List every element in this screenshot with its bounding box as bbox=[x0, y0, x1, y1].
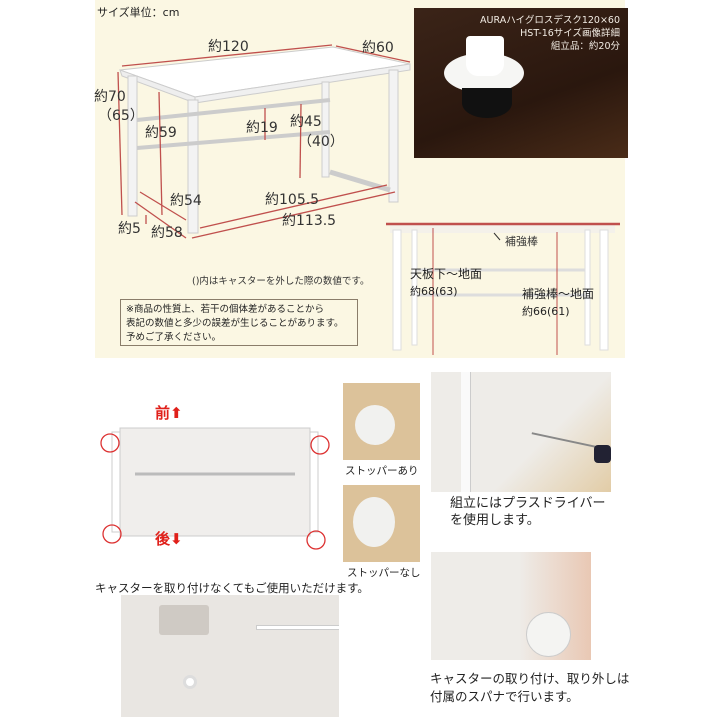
photo-caption-1: AURAハイグロスデスク120×60 bbox=[480, 15, 620, 26]
dim-brace-to-floor-no-caster: （40） bbox=[298, 134, 344, 150]
brace-to-floor-value: 約66(61) bbox=[522, 305, 570, 318]
leg-cap-icon bbox=[159, 605, 209, 635]
back-label: 後⬇ bbox=[155, 528, 183, 549]
dim-depth: 約60 bbox=[362, 40, 394, 56]
leg-frame bbox=[461, 372, 471, 492]
screwdriver-caption-line: 組立にはプラスドライバー bbox=[450, 496, 606, 511]
dim-inner-width: 約105.5 bbox=[265, 192, 320, 208]
caster-icon bbox=[355, 405, 395, 445]
dim-brace-height: 約19 bbox=[246, 120, 278, 136]
screwdriver-photo bbox=[431, 372, 611, 492]
dim-caster: 約5 bbox=[118, 221, 141, 237]
dim-outer-depth: 約58 bbox=[151, 225, 183, 241]
spanner-caption-line: キャスターの取り付け、取り外しは bbox=[430, 671, 630, 686]
no-caster-photo bbox=[121, 595, 339, 717]
cup-base-icon bbox=[462, 88, 512, 118]
spanner-caption: キャスターの取り付け、取り外しは 付属のスパナで行います。 bbox=[430, 670, 629, 706]
back-text: 後 bbox=[155, 530, 171, 548]
dim-height: 約70 bbox=[94, 89, 126, 105]
caster-no-stopper-photo bbox=[343, 485, 420, 562]
arrow-down-icon: ⬇ bbox=[170, 530, 183, 548]
caster-icon bbox=[353, 497, 395, 547]
disclaimer-box: ※商品の性質上、若干の個体差があることから 表記の数値と多少の誤差が生じることが… bbox=[120, 299, 358, 346]
dim-leg-height: 約59 bbox=[145, 125, 177, 141]
cup-icon bbox=[466, 36, 504, 76]
arrow-up-icon: ⬆ bbox=[170, 404, 183, 422]
dim-outer-width: 約113.5 bbox=[282, 213, 337, 229]
caster-icon bbox=[526, 612, 571, 657]
spanner-caption-line: 付属のスパナで行います。 bbox=[430, 689, 579, 704]
dim-inner-depth: 約54 bbox=[170, 193, 202, 209]
top-to-floor-value: 約68(63) bbox=[410, 285, 458, 298]
caster-stopper-photo bbox=[343, 383, 420, 460]
screwdriver-caption: 組立にはプラスドライバー を使用します。 bbox=[450, 495, 605, 529]
disclaimer-line: 予めご了承ください。 bbox=[126, 332, 222, 343]
top-to-floor-label: 天板下～地面 bbox=[410, 267, 483, 281]
brace-label: 補強棒 bbox=[505, 235, 538, 248]
brace-to-floor-label: 補強棒～地面 bbox=[522, 287, 595, 301]
photo-caption-3: 組立品：約20分 bbox=[550, 41, 620, 52]
size-unit-label: サイズ単位：cm bbox=[97, 6, 180, 19]
caster-note: ()内はキャスターを外した際の数値です。 bbox=[192, 276, 370, 287]
spanner-photo bbox=[431, 552, 591, 660]
stopper-no-label: ストッパーなし bbox=[347, 567, 421, 579]
screwdriver-caption-line: を使用します。 bbox=[450, 513, 540, 528]
without-caster-note: キャスターを取り付けなくてもご使用いただけます。 bbox=[95, 581, 369, 595]
desk-icon bbox=[256, 625, 339, 630]
disclaimer-line: 表記の数値と多少の誤差が生じることがあります。 bbox=[126, 318, 344, 329]
product-photo: AURAハイグロスデスク120×60 HST-16サイズ画像詳細 組立品：約20… bbox=[414, 8, 628, 158]
front-label: 前⬆ bbox=[155, 402, 183, 423]
stopper-yes-label: ストッパーあり bbox=[345, 465, 419, 477]
screwdriver-handle-icon bbox=[594, 445, 611, 463]
dim-brace-to-floor: 約45 bbox=[290, 114, 322, 130]
dim-height-no-caster: （65） bbox=[98, 108, 144, 124]
dim-width: 約120 bbox=[208, 39, 249, 55]
photo-caption-2: HST-16サイズ画像詳細 bbox=[520, 28, 620, 39]
front-text: 前 bbox=[155, 404, 171, 422]
caster-socket-icon bbox=[183, 675, 197, 689]
disclaimer-line: ※商品の性質上、若干の個体差があることから bbox=[126, 304, 324, 315]
